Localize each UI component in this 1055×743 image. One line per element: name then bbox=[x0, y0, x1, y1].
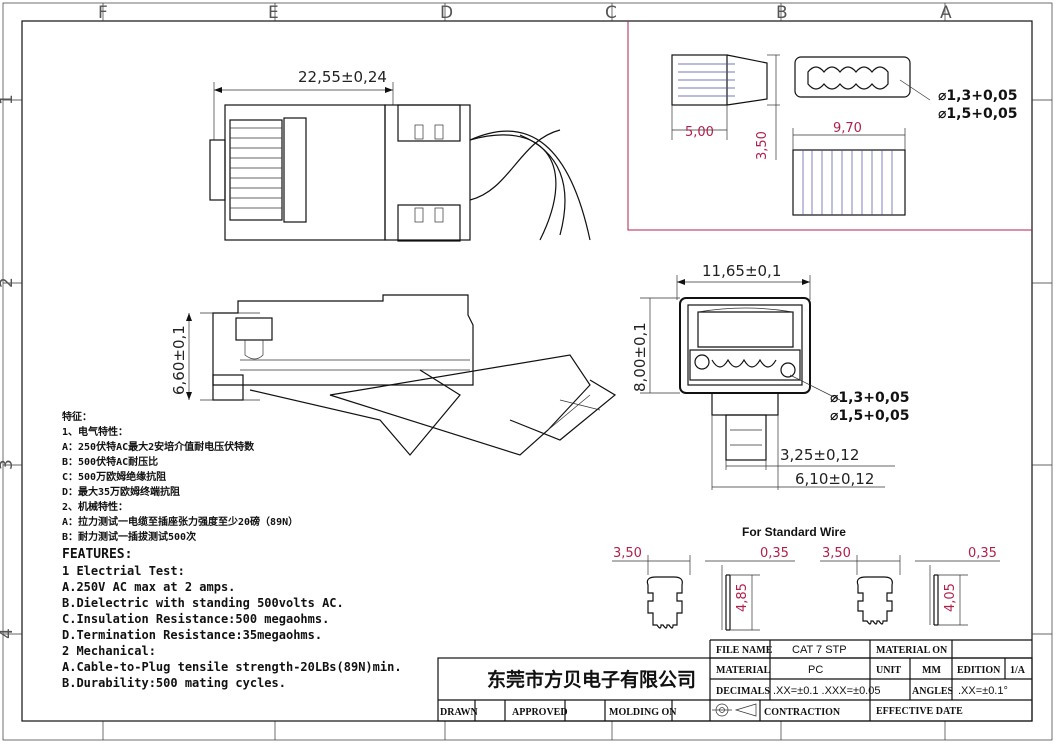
wire-left-thick: 0,35 bbox=[760, 546, 789, 561]
feature-line-5: 2 Mechanical: bbox=[62, 644, 156, 658]
material-value: PC bbox=[808, 664, 823, 676]
projection-symbol-icon bbox=[712, 703, 757, 717]
decimals-value: .XX=±0.1 .XXX=±0.05 bbox=[773, 685, 880, 697]
zone-number-3: 3 bbox=[0, 459, 17, 470]
drawn-label: DRAWN bbox=[440, 707, 479, 718]
dim-insert-h: 3,50 bbox=[755, 131, 770, 160]
feature-line-6: A.Cable-to-Plug tensile strength-20LBs(8… bbox=[62, 660, 402, 674]
effective-date-label: EFFECTIVE DATE bbox=[876, 706, 963, 717]
note-cn-2: A：250伏特AC最大2安培介值耐电压伏特数 bbox=[62, 440, 255, 453]
zone-number-4: 4 bbox=[0, 628, 17, 639]
note-cn-3: B：500伏特AC耐压比 bbox=[62, 455, 158, 468]
wire-left-height: 4,85 bbox=[735, 583, 750, 612]
chinese-notes: 特征： 1、电气特性： A：250伏特AC最大2安培介值耐电压伏特数 B：500… bbox=[62, 410, 298, 543]
file-name-value: CAT 7 STP bbox=[792, 644, 847, 656]
zone-letter-a: A bbox=[940, 3, 952, 23]
zone-number-2: 2 bbox=[0, 277, 17, 288]
unit-value: MM bbox=[922, 665, 941, 676]
wire-right-thick: 0,35 bbox=[968, 546, 997, 561]
dim-tail-width: 6,10±0,12 bbox=[795, 470, 874, 488]
top-view-plug bbox=[209, 82, 591, 242]
wire-right-height: 4,05 bbox=[943, 583, 958, 612]
zone-letter-d: D bbox=[440, 3, 453, 23]
feature-line-2: B.Dielectric with standing 500volts AC. bbox=[62, 596, 344, 610]
dim-insert-len: 5,00 bbox=[685, 125, 714, 140]
molding-on-label: MOLDING ON bbox=[609, 707, 677, 718]
features-title: FEATURES: bbox=[62, 547, 132, 562]
note-cn-8: B：耐力测试一插拔测试500次 bbox=[62, 530, 196, 543]
note-cn-6: 2、机械特性： bbox=[62, 500, 128, 513]
feature-line-1: A.250V AC max at 2 amps. bbox=[62, 580, 235, 594]
dim-side-height: 6,60±0,1 bbox=[170, 325, 188, 395]
insert-panel bbox=[627, 21, 1032, 231]
approved-label: APPROVED bbox=[512, 707, 568, 718]
material-label: MATERIAL bbox=[716, 665, 771, 676]
feature-line-3: C.Insulation Resistance:500 megaohms. bbox=[62, 612, 329, 626]
contraction-label: CONTRACTION bbox=[764, 707, 841, 718]
dim-front-hole-a: ⌀1,3+0,05 bbox=[830, 390, 910, 406]
dim-front-height: 8,00±0,1 bbox=[631, 322, 649, 392]
standard-wire-left bbox=[612, 555, 795, 631]
file-name-label: FILE NAME bbox=[716, 645, 773, 656]
side-view-plug bbox=[186, 294, 617, 456]
title-block bbox=[437, 639, 1033, 722]
dim-insert-w: 9,70 bbox=[833, 121, 862, 136]
dim-hole-b: ⌀1,5+0,05 bbox=[938, 106, 1018, 122]
standard-wire-right bbox=[820, 555, 1000, 626]
dim-front-width: 11,65±0,1 bbox=[702, 262, 781, 280]
zone-ticks bbox=[3, 3, 1052, 740]
front-view-plug bbox=[640, 275, 895, 490]
wire-left-width: 3,50 bbox=[613, 546, 642, 561]
feature-line-0: 1 Electrial Test: bbox=[62, 564, 185, 578]
angles-label: ANGLES bbox=[912, 686, 954, 697]
dim-hole-a: ⌀1,3+0,05 bbox=[938, 88, 1018, 104]
zone-letter-f: F bbox=[98, 3, 108, 23]
feature-line-4: D.Termination Resistance:35megaohms. bbox=[62, 628, 322, 642]
dim-overall-length: 22,55±0,24 bbox=[298, 68, 387, 86]
feature-line-7: B.Durability:500 mating cycles. bbox=[62, 676, 286, 690]
dim-tab-width: 3,25±0,12 bbox=[780, 446, 859, 464]
note-cn-1: 1、电气特性： bbox=[62, 425, 128, 438]
features-notes: FEATURES: 1 Electrial Test: A.250V AC ma… bbox=[62, 547, 402, 690]
decimals-label: DECIMALS bbox=[716, 686, 770, 697]
zone-letter-e: E bbox=[268, 3, 279, 23]
zone-letter-b: B bbox=[776, 3, 788, 23]
note-cn-7: A：拉力测试一电缆至插座张力强度至少20磅（89N） bbox=[62, 515, 298, 528]
edition-value: 1/A bbox=[1010, 665, 1026, 676]
company-name: 东莞市方贝电子有限公司 bbox=[487, 668, 696, 691]
angles-value: .XX=±0.1° bbox=[958, 685, 1008, 697]
zone-letter-c: C bbox=[605, 3, 617, 23]
note-cn-4: C：500万欧姆绝缘抗阻 bbox=[62, 470, 166, 483]
note-cn-0: 特征： bbox=[62, 410, 92, 423]
note-cn-5: D：最大35万欧姆终端抗阻 bbox=[62, 485, 180, 498]
material-on-label: MATERIAL ON bbox=[876, 645, 948, 656]
zone-number-1: 1 bbox=[0, 94, 17, 105]
wire-right-width: 3,50 bbox=[822, 546, 851, 561]
standard-wire-title: For Standard Wire bbox=[742, 525, 846, 539]
unit-label: UNIT bbox=[876, 665, 901, 676]
edition-label: EDITION bbox=[957, 665, 1001, 676]
dim-front-hole-b: ⌀1,5+0,05 bbox=[830, 408, 910, 424]
